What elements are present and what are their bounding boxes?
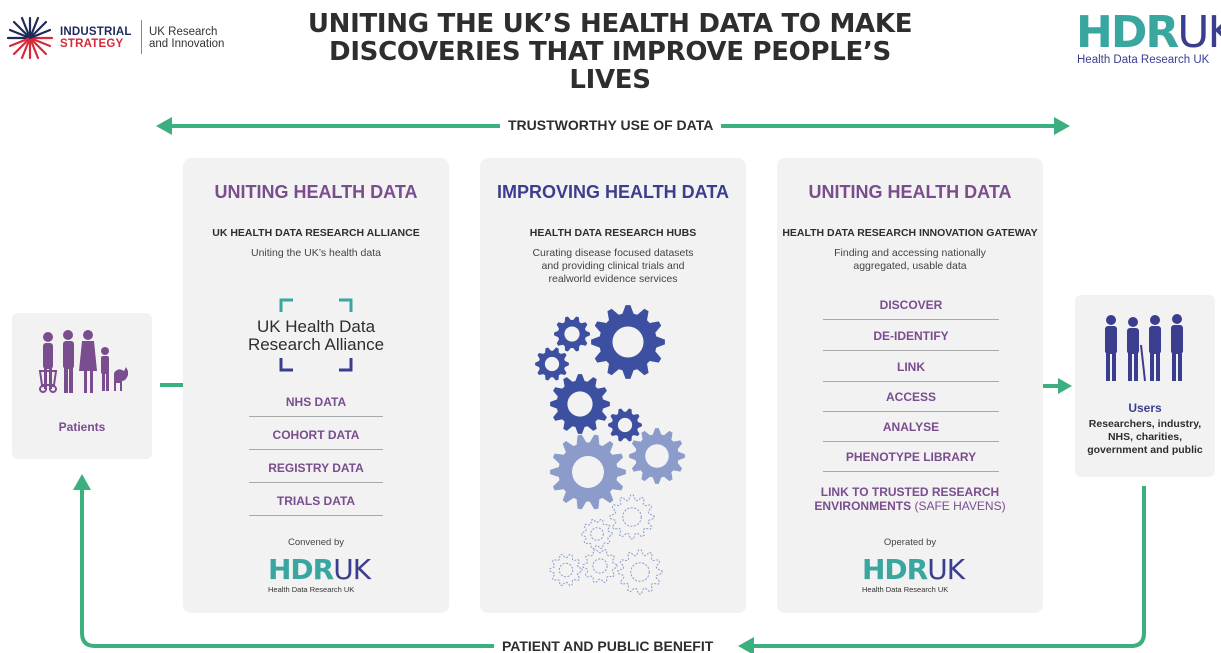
- bottom-arrowhead-up: [73, 474, 91, 490]
- gear-icon: [581, 518, 613, 550]
- alliance-bracket-icon: [279, 298, 353, 372]
- convened-by-caption: Convened by: [288, 537, 344, 548]
- hdruk-mini-logo: HDRUK: [862, 553, 965, 586]
- industrial-line2: STRATEGY: [60, 38, 124, 50]
- gateway-item-access: ACCESS: [885, 390, 936, 404]
- industrial-strategy-text: INDUSTRIAL STRATEGY: [60, 26, 132, 50]
- users-desc-line3: government and public: [1087, 444, 1203, 456]
- users-box: Users Researchers, industry, NHS, charit…: [1075, 295, 1215, 477]
- divider: [249, 482, 383, 483]
- top-arrow-label: TRUSTWORTHY USE OF DATA: [500, 117, 722, 133]
- list-item: TRIALS DATA: [276, 494, 356, 508]
- divider: [823, 471, 999, 472]
- hdruk-logo: HDRUK: [1076, 10, 1221, 56]
- alliance-line1: UK Health Data: [256, 317, 376, 336]
- panel-gateway: UNITING HEALTH DATA HEALTH DATA RESEARCH…: [777, 158, 1043, 613]
- users-desc-line2: NHS, charities,: [1107, 431, 1183, 443]
- panel-hubs-title: IMPROVING HEALTH DATA: [497, 182, 729, 202]
- gear-icon: [550, 434, 626, 510]
- panel-gateway-desc-line2: aggregated, usable data: [853, 260, 967, 272]
- list-item: REGISTRY DATA: [268, 461, 364, 475]
- divider: [249, 449, 383, 450]
- panel-gateway-subtitle: HEALTH DATA RESEARCH INNOVATION GATEWAY: [782, 227, 1038, 239]
- mini-logo-uk: UK: [927, 553, 965, 586]
- ukri-text: UK Research and Innovation: [149, 26, 224, 50]
- panel-alliance-title: UNITING HEALTH DATA: [214, 182, 418, 202]
- divider: [823, 350, 999, 351]
- panel-alliance-subtitle: UK HEALTH DATA RESEARCH ALLIANCE: [212, 227, 420, 239]
- divider: [823, 381, 999, 382]
- gear-icon: [550, 374, 610, 434]
- trusted-env-main: ENVIRONMENTS: [814, 499, 912, 513]
- industrial-line1: INDUSTRIAL: [60, 26, 132, 38]
- mini-logo-uk: UK: [333, 553, 371, 586]
- hdruk-logo-uk: UK: [1177, 7, 1221, 58]
- bottom-arrow-label: PATIENT AND PUBLIC BENEFIT: [494, 638, 722, 653]
- gears-icon: [535, 305, 685, 595]
- panel-gateway-desc-line1: Finding and accessing nationally: [834, 247, 986, 259]
- mini-logo-hdr: HDR: [862, 553, 928, 586]
- gear-icon: [609, 494, 655, 540]
- list-item: NHS DATA: [285, 395, 347, 409]
- gear-icon: [554, 316, 590, 352]
- gateway-item-discover: DISCOVER: [879, 298, 943, 312]
- users-desc-line1: Researchers, industry,: [1088, 418, 1202, 430]
- panel-hubs-desc-line2: and providing clinical trials and: [541, 260, 685, 272]
- gear-icon: [608, 408, 642, 442]
- panel-hubs-desc-line3: realworld evidence services: [548, 273, 678, 285]
- gear-icon: [535, 347, 569, 381]
- gateway-item-deidentify: DE-IDENTIFY: [873, 329, 949, 343]
- list-item: COHORT DATA: [272, 428, 360, 442]
- gateway-item-trusted-env-line2: ENVIRONMENTS (SAFE HAVENS): [793, 499, 1027, 513]
- hdruk-mini-logo-subtitle: Health Data Research UK: [862, 585, 949, 594]
- industrial-strategy-logo-icon: [6, 16, 54, 60]
- trusted-env-suffix: (SAFE HAVENS): [914, 499, 1006, 513]
- hdruk-logo-hdr: HDR: [1076, 7, 1179, 58]
- alliance-logo-text: UK Health Data Research Alliance: [183, 318, 449, 354]
- gateway-item-phenotype: PHENOTYPE LIBRARY: [845, 450, 977, 464]
- bottom-loop-arrow: [80, 486, 1146, 648]
- header-divider: [141, 20, 142, 54]
- mini-logo-hdr: HDR: [268, 553, 334, 586]
- family-icon: [38, 330, 128, 393]
- title-line2: DISCOVERIES THAT IMPROVE PEOPLE’S LIVES: [329, 37, 891, 95]
- gear-icon: [549, 553, 583, 587]
- hdruk-logo-subtitle: Health Data Research UK: [1077, 54, 1210, 66]
- page-title: UNITING THE UK’S HEALTH DATA TO MAKE DIS…: [290, 10, 930, 94]
- gear-icon: [582, 548, 618, 584]
- gateway-item-analyse: ANALYSE: [882, 420, 940, 434]
- patients-box: Patients: [12, 313, 152, 459]
- panel-hubs-desc-line1: Curating disease focused datasets: [532, 247, 694, 259]
- ukri-line2: and Innovation: [149, 38, 225, 50]
- title-line1: UNITING THE UK’S HEALTH DATA TO MAKE: [307, 9, 913, 39]
- panel-gateway-title: UNITING HEALTH DATA: [808, 182, 1012, 202]
- panel-alliance-desc: Uniting the UK’s health data: [251, 247, 381, 259]
- hdruk-mini-logo: HDRUK: [268, 553, 371, 586]
- ukri-line1: UK Research: [149, 26, 218, 38]
- bottom-arrowhead-left: [738, 637, 754, 653]
- panel-alliance: UNITING HEALTH DATA UK HEALTH DATA RESEA…: [183, 158, 449, 613]
- divider: [249, 416, 383, 417]
- divider: [823, 319, 999, 320]
- patients-label: Patients: [58, 420, 106, 434]
- divider: [823, 411, 999, 412]
- gear-icon: [591, 305, 665, 379]
- panel-hubs: IMPROVING HEALTH DATA HEALTH DATA RESEAR…: [480, 158, 746, 613]
- divider: [249, 515, 383, 516]
- gear-icon: [617, 549, 663, 595]
- gear-icon: [629, 428, 685, 484]
- panel-hubs-subtitle: HEALTH DATA RESEARCH HUBS: [529, 227, 697, 239]
- users-label: Users: [1128, 401, 1162, 415]
- people-icon: [1105, 314, 1183, 382]
- gateway-item-link: LINK: [897, 360, 925, 374]
- gateway-item-trusted-env-line1: LINK TO TRUSTED RESEARCH: [820, 485, 1000, 499]
- divider: [823, 441, 999, 442]
- alliance-line2: Research Alliance: [247, 335, 385, 354]
- hdruk-mini-logo-subtitle: Health Data Research UK: [268, 585, 355, 594]
- operated-by-caption: Operated by: [883, 537, 937, 548]
